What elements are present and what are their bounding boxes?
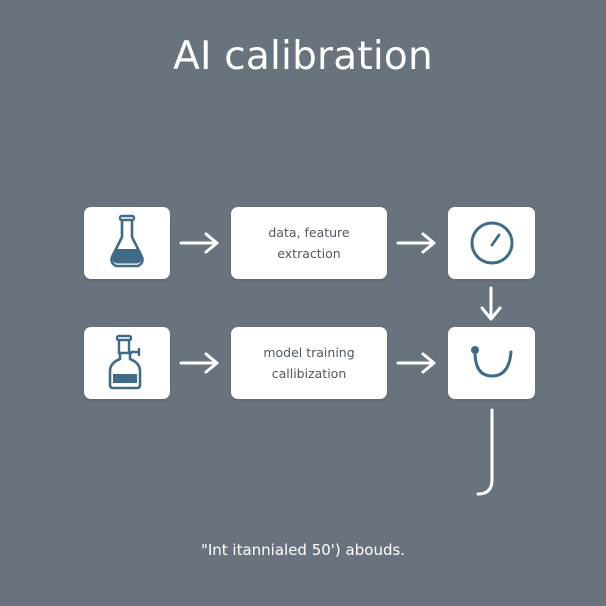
arrow-lab-flask-to-training — [179, 352, 219, 374]
u-turn-box — [448, 327, 535, 399]
arrow-gauge-to-u-turn — [480, 286, 502, 321]
exit-line — [476, 408, 494, 496]
diagram-title: AI calibration — [173, 34, 433, 79]
u-turn-icon — [470, 346, 512, 378]
lab-flask-box — [84, 327, 170, 399]
arrow-training-to-u-turn — [396, 352, 436, 374]
lab-flask-icon — [108, 334, 142, 390]
caption: "Int itannialed 50') abouds. — [200, 541, 406, 559]
model-training-box: model training callibization — [231, 327, 387, 399]
arrow-flask-to-extraction — [179, 232, 219, 254]
model-training-label: model training callibization — [263, 345, 355, 381]
flask-box — [84, 207, 170, 279]
feature-extraction-box: data, feature extraction — [231, 207, 387, 279]
arrow-extraction-to-gauge — [396, 232, 436, 254]
gauge-icon — [470, 221, 513, 265]
flask-icon — [110, 214, 144, 268]
feature-extraction-label: data, feature extraction — [268, 225, 350, 261]
gauge-box — [448, 207, 535, 279]
